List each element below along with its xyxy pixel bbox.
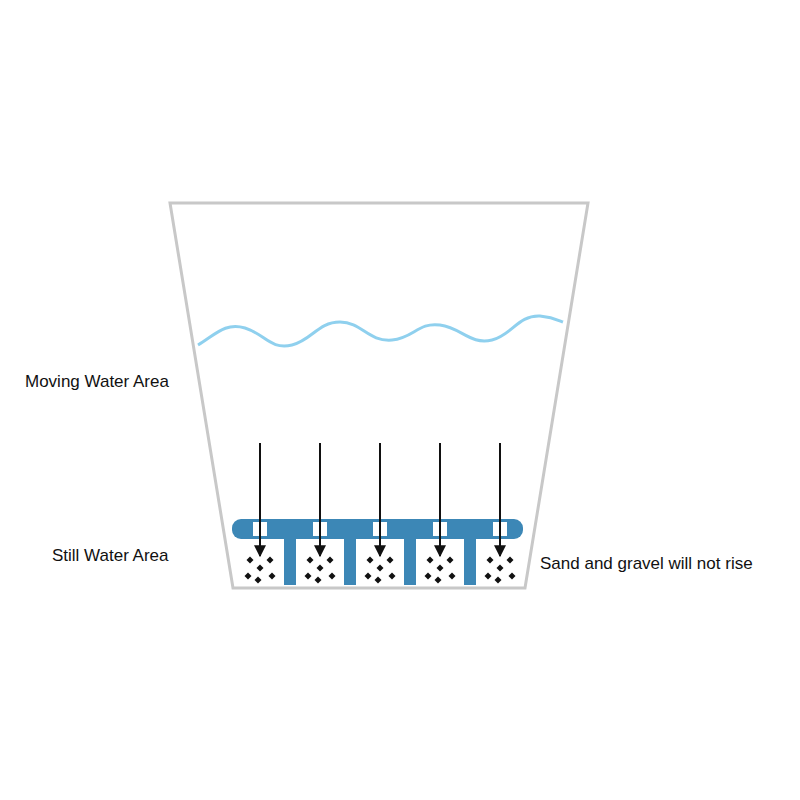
flow-arrow	[439, 443, 441, 556]
gravel-grain	[377, 565, 384, 572]
cup-outline	[170, 203, 588, 588]
gravel-grain	[435, 577, 442, 584]
gravel-grain	[327, 557, 334, 564]
filter-plate	[232, 519, 523, 585]
gravel-grain	[497, 565, 504, 572]
area-label: Sand and gravel will not rise	[540, 554, 753, 574]
gravel-grain	[485, 573, 492, 580]
plate-stem	[284, 535, 296, 585]
gravel-grain	[257, 565, 264, 572]
gravel-grain	[487, 557, 494, 564]
water-surface	[198, 316, 563, 346]
gravel-grain	[449, 573, 456, 580]
gravel-grain	[329, 573, 336, 580]
flow-arrow	[499, 443, 501, 556]
plate-stem	[404, 535, 416, 585]
gravel-grain	[427, 557, 434, 564]
gravel-grain	[425, 573, 432, 580]
plate-stem	[464, 535, 476, 585]
gravel-grain	[245, 573, 252, 580]
gravel-grain	[317, 565, 324, 572]
gravel-grain	[267, 557, 274, 564]
gravel	[245, 557, 516, 584]
gravel-grain	[315, 577, 322, 584]
plate-stem	[344, 535, 356, 585]
gravel-grain	[365, 573, 372, 580]
flow-arrow	[319, 443, 321, 556]
gravel-grain	[247, 557, 254, 564]
flow-arrow	[259, 443, 261, 556]
area-label: Still Water Area	[52, 546, 169, 566]
flow-arrows	[260, 443, 500, 556]
gravel-grain	[367, 557, 374, 564]
area-label: Moving Water Area	[25, 372, 169, 392]
gravel-grain	[389, 573, 396, 580]
gravel-grain	[507, 557, 514, 564]
gravel-grain	[375, 577, 382, 584]
flow-arrow	[379, 443, 381, 556]
gravel-grain	[387, 557, 394, 564]
gravel-grain	[305, 573, 312, 580]
plate-top	[232, 519, 523, 539]
gravel-grain	[307, 557, 314, 564]
gravel-grain	[255, 577, 262, 584]
gravel-grain	[447, 557, 454, 564]
gravel-grain	[495, 577, 502, 584]
gravel-grain	[269, 573, 276, 580]
gravel-grain	[437, 565, 444, 572]
gravel-grain	[509, 573, 516, 580]
